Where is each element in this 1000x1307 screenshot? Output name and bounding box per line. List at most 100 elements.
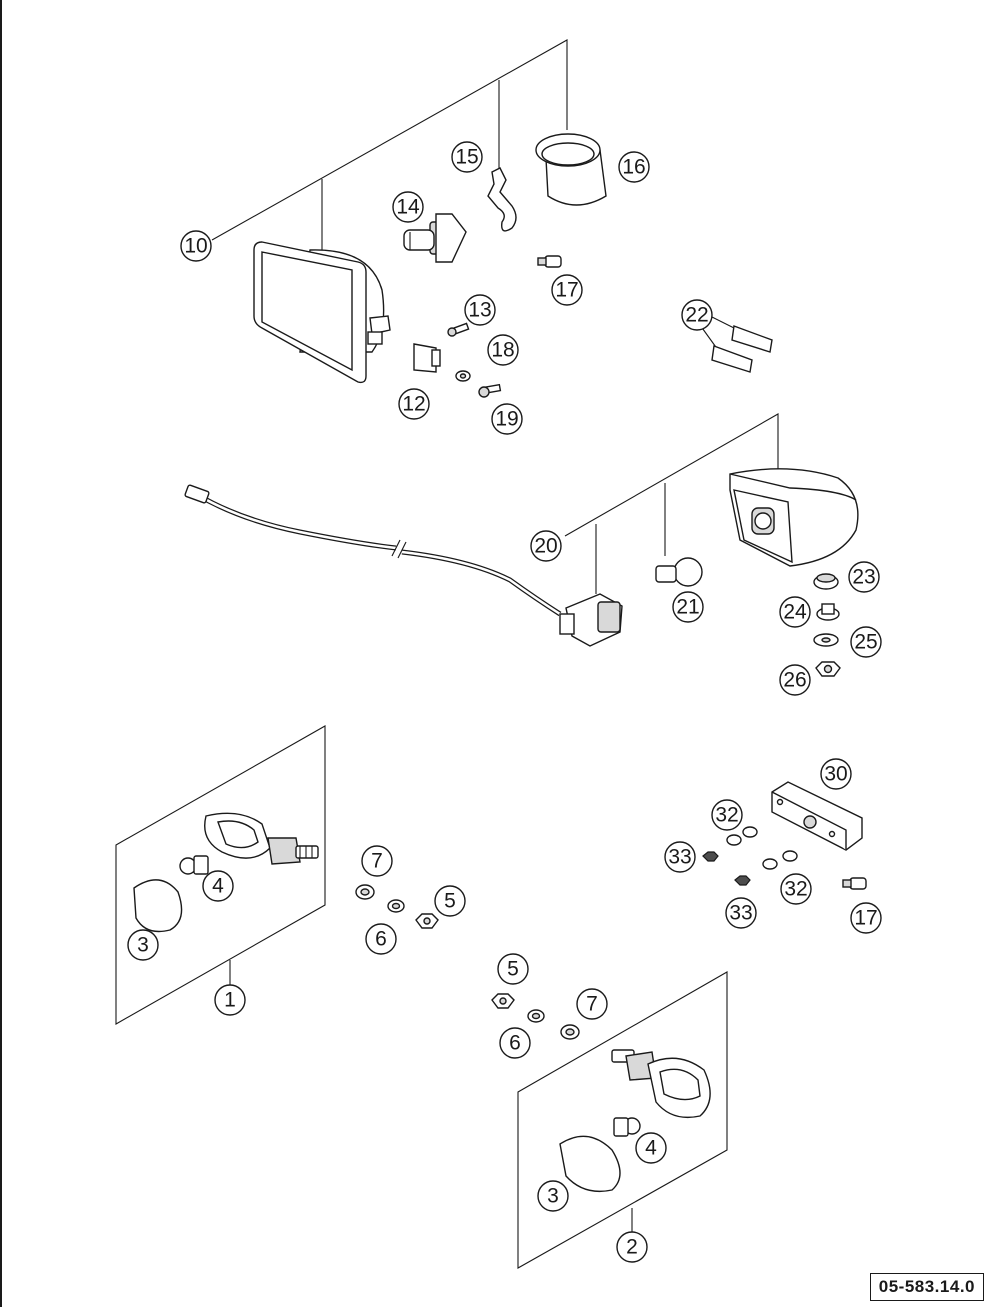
callout-32-upper: 32 xyxy=(711,799,743,831)
license-plate-lamp xyxy=(771,781,863,851)
callout-6-left: 6 xyxy=(365,923,397,955)
svg-text:3: 3 xyxy=(547,1185,559,1208)
callout-3-right: 3 xyxy=(537,1180,569,1212)
plate-lamp-nuts-33 xyxy=(702,851,751,886)
callout-15: 15 xyxy=(451,141,483,173)
svg-text:6: 6 xyxy=(375,928,387,951)
callout-18: 18 xyxy=(487,334,519,366)
right-turn-signal-frame xyxy=(517,971,728,1269)
callout-1: 1 xyxy=(214,984,246,1016)
callout-17-plate: 17 xyxy=(850,902,882,934)
callout-12: 12 xyxy=(398,388,430,420)
headlamp-bracket-12 xyxy=(413,343,441,373)
svg-text:5: 5 xyxy=(444,890,456,913)
tail-lamp-cable xyxy=(184,484,562,617)
callout-7-right: 7 xyxy=(576,988,608,1020)
left-turn-signal-lens xyxy=(133,879,183,933)
callout-23: 23 xyxy=(848,561,880,593)
svg-text:4: 4 xyxy=(212,875,224,898)
right-turn-signal-bulb xyxy=(613,1117,641,1137)
svg-text:33: 33 xyxy=(668,846,691,869)
headlamp-washer-18 xyxy=(455,370,471,382)
left-nut-5 xyxy=(415,913,439,929)
parking-bulb-small xyxy=(537,255,562,268)
callout-13: 13 xyxy=(464,294,496,326)
callout-33-left: 33 xyxy=(664,841,696,873)
callout-14: 14 xyxy=(392,191,424,223)
callout-5-right: 5 xyxy=(497,953,529,985)
callout-4-left: 4 xyxy=(202,870,234,902)
svg-text:1: 1 xyxy=(224,989,236,1012)
svg-text:25: 25 xyxy=(854,631,877,654)
svg-text:32: 32 xyxy=(784,878,807,901)
left-border xyxy=(0,0,2,1307)
svg-text:17: 17 xyxy=(854,907,877,930)
left-washer-7 xyxy=(355,884,375,900)
left-turn-signal-frame xyxy=(115,725,326,1025)
right-washer-7 xyxy=(560,1024,580,1040)
callout-17-headlamp: 17 xyxy=(551,274,583,306)
svg-text:32: 32 xyxy=(715,804,738,827)
svg-text:2: 2 xyxy=(626,1236,638,1259)
svg-text:23: 23 xyxy=(852,566,875,589)
callout-19: 19 xyxy=(491,403,523,435)
callout-2: 2 xyxy=(616,1231,648,1263)
svg-text:4: 4 xyxy=(645,1137,657,1160)
callout-21: 21 xyxy=(672,591,704,623)
washer-25 xyxy=(813,633,839,647)
callout-20: 20 xyxy=(530,530,562,562)
svg-text:3: 3 xyxy=(137,934,149,957)
right-turn-signal-lens xyxy=(559,1135,621,1193)
svg-text:12: 12 xyxy=(402,393,425,416)
headlamp-screw-13 xyxy=(447,322,470,337)
spacer-24 xyxy=(816,603,840,621)
callout-26: 26 xyxy=(779,664,811,696)
svg-text:19: 19 xyxy=(495,408,518,431)
svg-text:13: 13 xyxy=(468,299,491,322)
svg-text:22: 22 xyxy=(685,304,708,327)
svg-text:33: 33 xyxy=(729,902,752,925)
callout-30: 30 xyxy=(820,758,852,790)
callout-4-right: 4 xyxy=(635,1132,667,1164)
callout-10: 10 xyxy=(180,230,212,262)
callout-16: 16 xyxy=(618,151,650,183)
callout-3-left: 3 xyxy=(127,929,159,961)
headlamp-rubber-ring xyxy=(535,133,607,206)
left-turn-signal-body xyxy=(204,812,319,865)
tail-lamp-bulb-21 xyxy=(655,557,703,587)
headlamp-housing xyxy=(253,241,391,384)
svg-text:16: 16 xyxy=(622,156,645,179)
svg-text:21: 21 xyxy=(676,596,699,619)
right-lock-washer-6 xyxy=(527,1009,545,1023)
tail-lamp-housing xyxy=(729,468,859,567)
drawing-code-label: 05-583.14.0 xyxy=(869,1273,984,1301)
right-turn-signal-body xyxy=(611,1049,711,1119)
callout-25: 25 xyxy=(850,626,882,658)
svg-text:18: 18 xyxy=(491,339,514,362)
svg-text:14: 14 xyxy=(396,196,420,219)
bulb-retaining-clip xyxy=(487,167,517,232)
plate-lamp-washers-32 xyxy=(726,826,798,870)
reflector-strips-22 xyxy=(699,315,773,373)
callout-32-lower: 32 xyxy=(780,873,812,905)
callout-33-lower: 33 xyxy=(725,897,757,929)
svg-text:26: 26 xyxy=(783,669,806,692)
svg-text:17: 17 xyxy=(555,279,578,302)
headlamp-bulb xyxy=(403,213,467,263)
left-turn-signal-bulb xyxy=(179,855,209,875)
tail-lamp-leader-lines xyxy=(564,413,779,594)
right-nut-5 xyxy=(491,993,515,1009)
callout-5-left: 5 xyxy=(434,885,466,917)
svg-text:10: 10 xyxy=(184,235,207,258)
svg-text:15: 15 xyxy=(455,146,478,169)
plate-lamp-bulb-17 xyxy=(842,877,867,890)
svg-text:20: 20 xyxy=(534,535,557,558)
svg-text:7: 7 xyxy=(586,993,598,1016)
svg-text:30: 30 xyxy=(824,763,847,786)
svg-text:5: 5 xyxy=(507,958,519,981)
rubber-grommet-23 xyxy=(813,573,839,590)
left-lock-washer-6 xyxy=(387,899,405,913)
svg-text:7: 7 xyxy=(371,850,383,873)
svg-text:24: 24 xyxy=(783,601,807,624)
